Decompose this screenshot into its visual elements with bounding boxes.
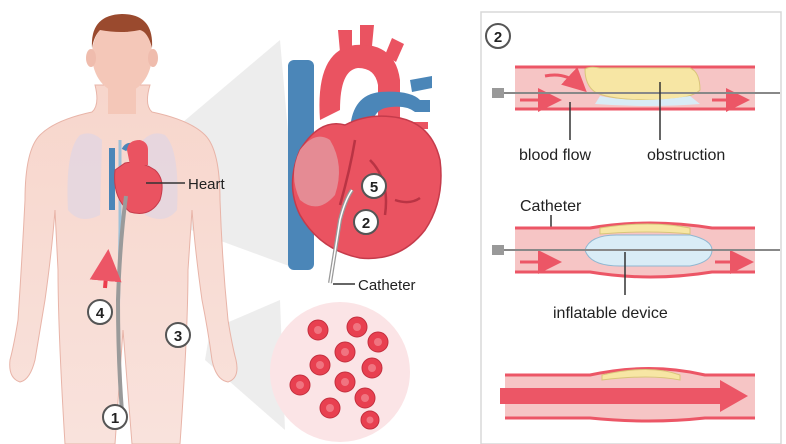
angioplasty-panel: 2 blood flow obstruction Catheter: [481, 12, 781, 444]
svg-text:2: 2: [494, 29, 502, 46]
blood-cells-circle: [270, 302, 410, 442]
inflatable-device-label: inflatable device: [553, 305, 668, 322]
catheter-heart-label: Catheter: [358, 277, 416, 294]
marker-4: 4: [88, 300, 112, 324]
marker-5: 5: [362, 174, 386, 198]
marker-3: 3: [166, 323, 190, 347]
catheter-panel-label: Catheter: [520, 198, 582, 215]
svg-text:4: 4: [96, 305, 105, 322]
heart-small-top: [127, 140, 148, 165]
ear-left: [86, 49, 96, 67]
artery-balloon: [492, 223, 780, 277]
body-silhouette: [10, 85, 237, 444]
marker-2-panel: 2: [486, 24, 510, 48]
plaque-1: [585, 67, 700, 100]
human-figure: Heart 1 4 3: [10, 14, 300, 444]
artery-cleared: [500, 369, 755, 422]
svg-text:1: 1: [111, 410, 119, 427]
catheter-tip-2: [492, 245, 504, 255]
artery-obstructed: [492, 67, 780, 109]
heart-label: Heart: [188, 176, 226, 193]
ear-right: [148, 49, 158, 67]
obstruction-label: obstruction: [647, 147, 725, 164]
pulmonary-branch: [410, 76, 432, 92]
svg-text:2: 2: [362, 215, 370, 232]
svg-text:5: 5: [370, 179, 378, 196]
blood-cells-closeup: [270, 302, 410, 442]
marker-1: 1: [103, 405, 127, 429]
neck: [108, 88, 136, 114]
blood-flow-label: blood flow: [519, 147, 591, 164]
catheter-tip-1: [492, 88, 504, 98]
heart-closeup: Catheter 5 2: [288, 25, 441, 294]
direction-arrow: [105, 265, 107, 288]
svg-text:3: 3: [174, 328, 182, 345]
marker-2-heart: 2: [354, 210, 378, 234]
